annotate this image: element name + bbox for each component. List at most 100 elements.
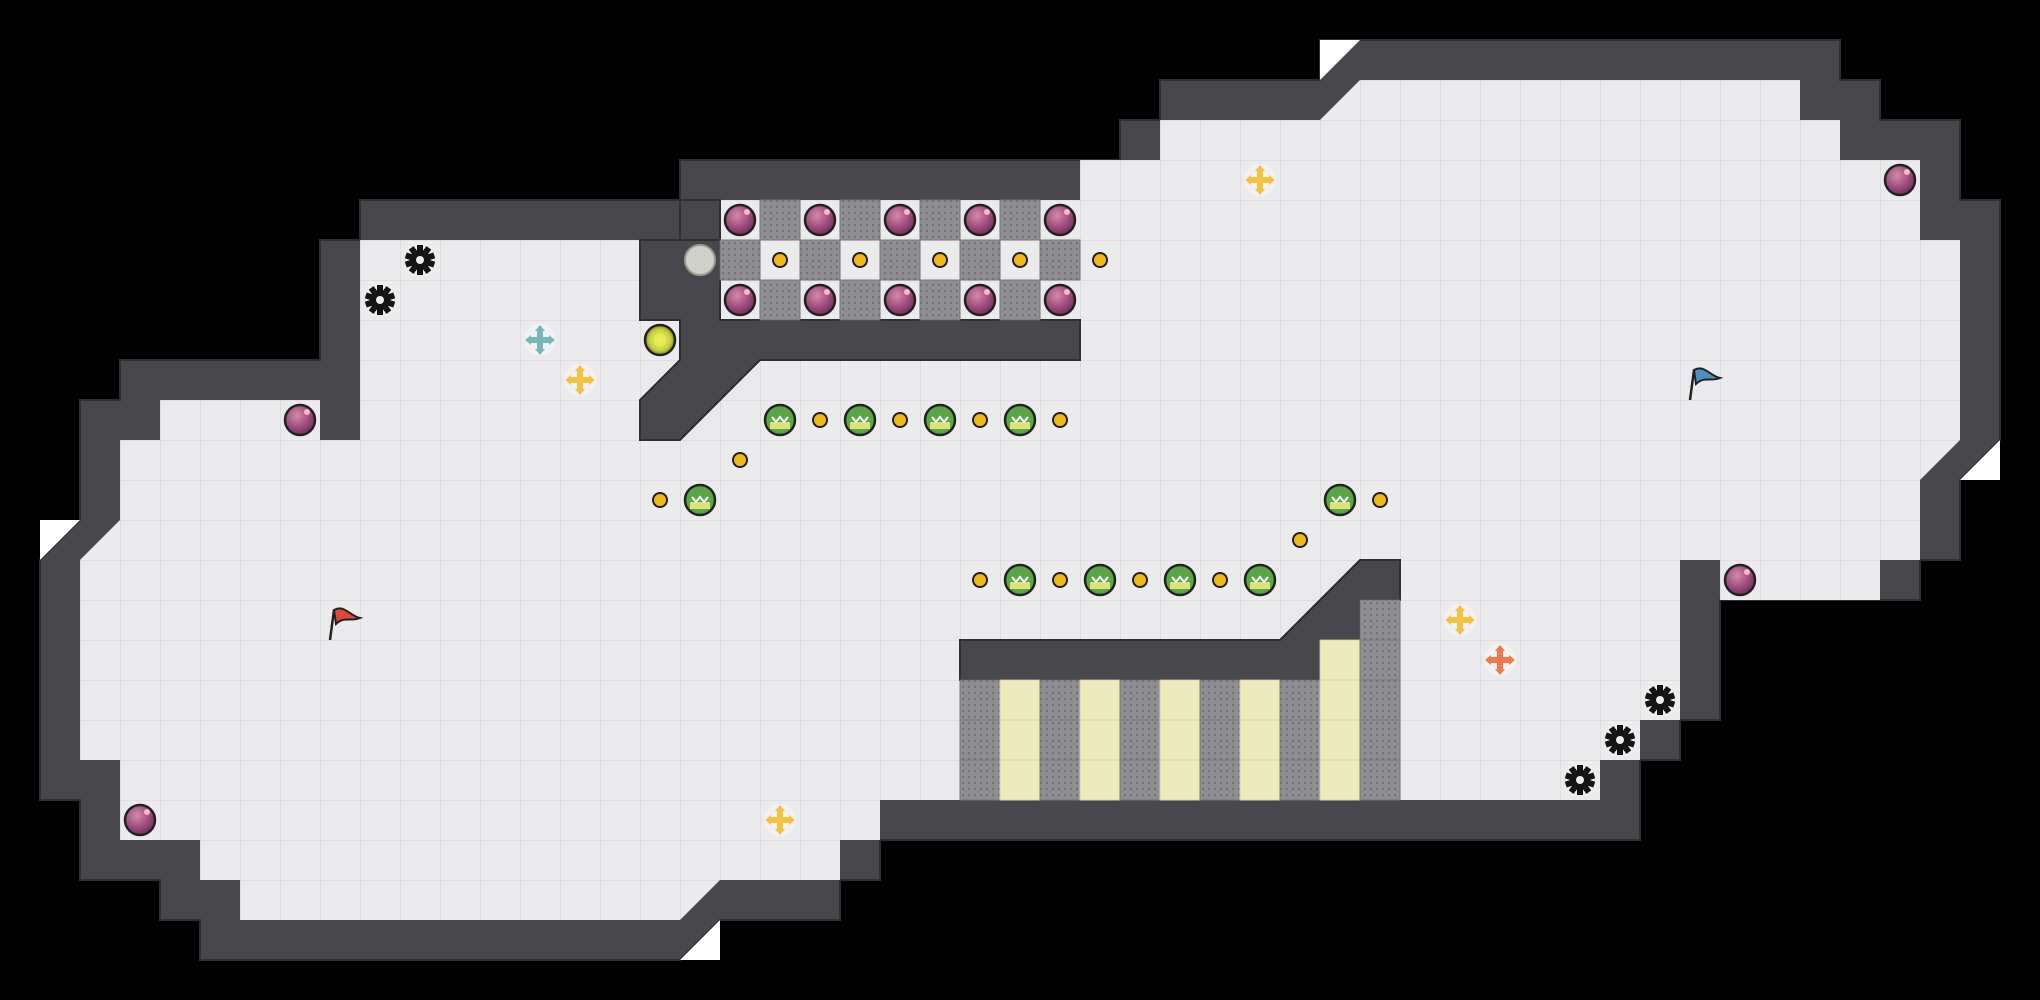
gear-icon (1564, 765, 1596, 795)
mesh-block (999, 199, 1041, 241)
mesh-block (1279, 719, 1321, 761)
mesh-block (1359, 679, 1401, 721)
mesh-block (719, 239, 761, 281)
mesh-block (1119, 759, 1161, 801)
coin-icon (772, 252, 788, 268)
mesh-block (1359, 599, 1401, 641)
mesh-block (959, 759, 1001, 801)
bouncer-icon (843, 403, 877, 437)
gear-icon (364, 285, 396, 315)
gear-icon (404, 245, 436, 275)
gear-icon (1604, 725, 1636, 755)
move-arrow-icon (764, 804, 796, 836)
mine-icon (1043, 203, 1077, 237)
bouncer-icon (1243, 563, 1277, 597)
light-pillar (1159, 719, 1201, 761)
coin-icon (1372, 492, 1388, 508)
light-pillar (1079, 719, 1121, 761)
mesh-block (919, 279, 961, 321)
mesh-block (1279, 679, 1321, 721)
mesh-block (959, 239, 1001, 281)
light-pillar (999, 759, 1041, 801)
coin-icon (972, 412, 988, 428)
mesh-block (1199, 759, 1241, 801)
coin-icon (652, 492, 668, 508)
mesh-block (919, 199, 961, 241)
mesh-block (999, 279, 1041, 321)
mesh-block (839, 199, 881, 241)
mesh-block (1119, 719, 1161, 761)
mine-icon (963, 203, 997, 237)
light-pillar (1319, 679, 1361, 721)
corner-markers (40, 40, 2000, 960)
mine-icon (883, 203, 917, 237)
switch-pad-icon (684, 244, 716, 276)
mesh-block (1199, 679, 1241, 721)
mesh-block (1119, 679, 1161, 721)
mine-icon (803, 203, 837, 237)
mesh-block (1039, 759, 1081, 801)
light-pillar (1159, 679, 1201, 721)
bouncer-icon (1003, 563, 1037, 597)
bouncer-icon (1163, 563, 1197, 597)
bouncer-icon (1003, 403, 1037, 437)
mesh-block (1199, 719, 1241, 761)
mine-icon (723, 203, 757, 237)
coin-icon (1292, 532, 1308, 548)
coin-icon (812, 412, 828, 428)
gear-icon (1644, 685, 1676, 715)
coin-icon (892, 412, 908, 428)
bouncer-icon (683, 483, 717, 517)
bouncer-icon (1323, 483, 1357, 517)
mine-icon (883, 283, 917, 317)
coin-icon (1052, 572, 1068, 588)
mesh-block (959, 679, 1001, 721)
mesh-block (759, 199, 801, 241)
light-pillar (1079, 759, 1121, 801)
mine-icon (123, 803, 157, 837)
mesh-block (879, 239, 921, 281)
mesh-block (1359, 719, 1401, 761)
mine-icon (803, 283, 837, 317)
light-pillar (999, 719, 1041, 761)
light-pillar (1239, 679, 1281, 721)
start-flag-icon (328, 607, 364, 641)
light-pillar (1159, 759, 1201, 801)
mesh-block (1039, 679, 1081, 721)
move-arrow-icon (1244, 164, 1276, 196)
goal-flag-icon (1688, 367, 1724, 401)
coin-icon (1052, 412, 1068, 428)
pillar-room (959, 599, 1401, 801)
coin-icon (1092, 252, 1108, 268)
mesh-block (1039, 719, 1081, 761)
mine-icon (1723, 563, 1757, 597)
mesh-block (1359, 759, 1401, 801)
light-pillar (999, 679, 1041, 721)
light-pillar (1319, 639, 1361, 681)
light-pillar (1319, 719, 1361, 761)
portal-icon (643, 323, 677, 357)
mine-icon (283, 403, 317, 437)
coin-icon (1212, 572, 1228, 588)
coin-icon (932, 252, 948, 268)
mine-icon (1883, 163, 1917, 197)
bouncer-icon (763, 403, 797, 437)
mine-icon (963, 283, 997, 317)
move-arrow-icon (524, 324, 556, 356)
mesh-block (839, 279, 881, 321)
light-pillar (1239, 719, 1281, 761)
mine-icon (1043, 283, 1077, 317)
move-arrow-icon (1444, 604, 1476, 636)
light-pillar (1079, 679, 1121, 721)
coin-icon (972, 572, 988, 588)
light-pillar (1239, 759, 1281, 801)
coin-icon (732, 452, 748, 468)
coin-icon (1012, 252, 1028, 268)
level-entities (123, 163, 1917, 837)
light-pillar (1319, 759, 1361, 801)
mesh-block (1039, 239, 1081, 281)
move-arrow-icon (564, 364, 596, 396)
coin-icon (1132, 572, 1148, 588)
